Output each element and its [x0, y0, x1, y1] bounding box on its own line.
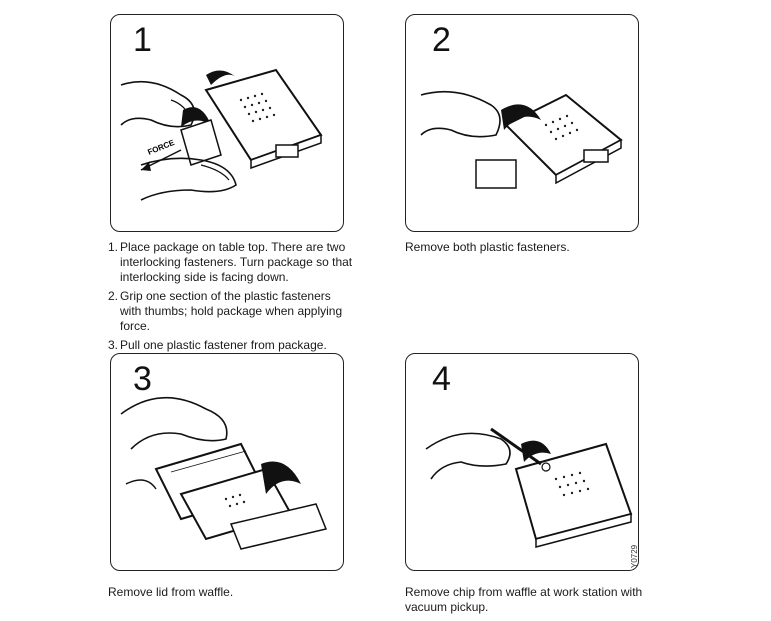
step-3-illustration: 3: [110, 353, 344, 571]
step-4-number: 4: [432, 360, 451, 398]
step-1-illustration: 1 FORCE: [110, 14, 344, 232]
lid-removal-drawing: [120, 396, 328, 550]
package-fastener-drawing: FORCE: [120, 68, 323, 201]
figure-code: Y0729: [630, 544, 639, 568]
step-2-caption: Remove both plastic fasteners.: [405, 240, 570, 254]
instruction-item: 1.Place package on table top. There are …: [108, 240, 353, 284]
step-1-number: 1: [133, 21, 152, 59]
step-3-number: 3: [133, 360, 152, 398]
step-2-number: 2: [432, 21, 451, 59]
vacuum-pickup-drawing: [425, 427, 633, 548]
step-4-caption: Remove chip from waffle at work station …: [405, 585, 643, 614]
step-2-illustration: 2: [405, 14, 639, 232]
step-1-instructions: 1.Place package on table top. There are …: [108, 240, 353, 357]
fasteners-removed-drawing: [420, 90, 623, 189]
instruction-item: 2.Grip one section of the plastic fasten…: [108, 289, 343, 333]
step-4-illustration: 4 Y0729: [405, 353, 639, 571]
step-3-caption: Remove lid from waffle.: [108, 585, 234, 599]
instruction-item: 3.Pull one plastic fastener from package…: [108, 338, 327, 352]
